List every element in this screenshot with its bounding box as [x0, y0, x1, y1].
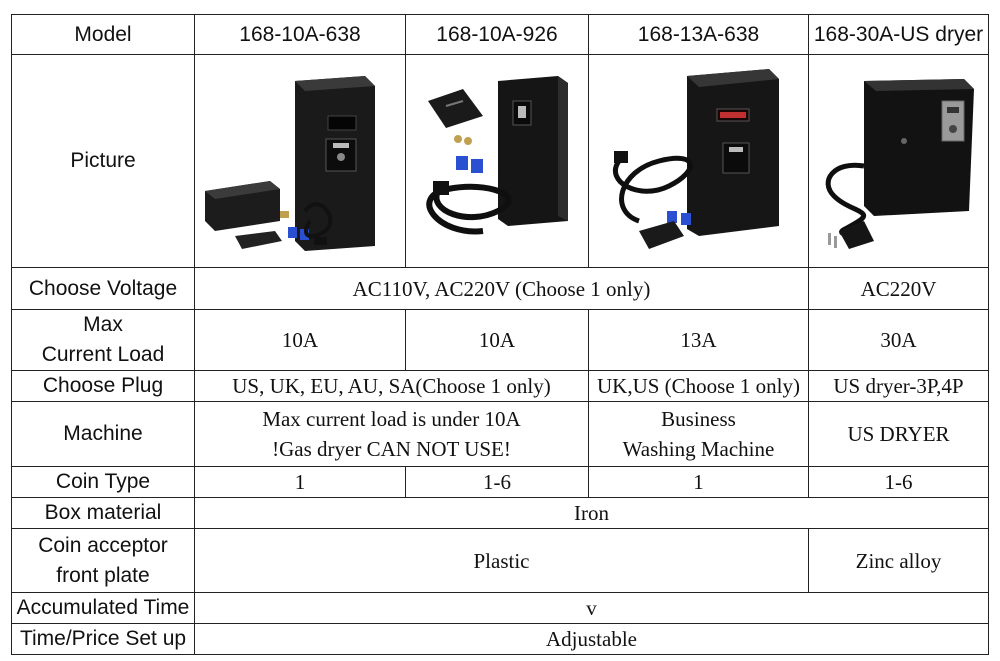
box-material-row: Box material Iron [11, 497, 989, 529]
voltage-value-models-1-3: AC110V, AC220V (Choose 1 only) [194, 267, 809, 310]
plug-row: Choose Plug US, UK, EU, AU, SA(Choose 1 … [11, 370, 989, 402]
machine-warning-line-2: !Gas dryer CAN NOT USE! [272, 437, 511, 461]
time-price-value: Adjustable [194, 623, 989, 655]
spec-table: Model 168-10A-638 168-10A-926 168-13A-63… [11, 14, 989, 655]
plug-value-model-4: US dryer-3P,4P [808, 370, 989, 402]
machine-model-3-line-2: Washing Machine [622, 437, 775, 461]
machine-row: Machine Max current load is under 10A !G… [11, 401, 989, 467]
picture-row: Picture [11, 54, 989, 268]
model-name-1: 168-10A-638 [194, 14, 406, 55]
front-plate-value-model-4: Zinc alloy [808, 528, 989, 593]
front-plate-row: Coin acceptor front plate Plastic Zinc a… [11, 528, 989, 593]
model-row: Model 168-10A-638 168-10A-926 168-13A-63… [11, 14, 989, 55]
coin-type-value-2: 1-6 [405, 466, 589, 498]
coin-box-with-cable-and-keys-image [205, 76, 375, 251]
max-current-label: Max Current Load [11, 309, 195, 371]
machine-label: Machine [11, 401, 195, 467]
machine-value-model-4: US DRYER [808, 401, 989, 467]
time-price-row: Time/Price Set up Adjustable [11, 623, 989, 655]
model-label: Model [11, 14, 195, 55]
voltage-row: Choose Voltage AC110V, AC220V (Choose 1 … [11, 267, 989, 310]
front-plate-label-line-1: Coin acceptor [38, 533, 168, 557]
accumulated-time-row: Accumulated Time v [11, 592, 989, 624]
box-material-value: Iron [194, 497, 989, 529]
machine-value-models-1-2: Max current load is under 10A !Gas dryer… [194, 401, 589, 467]
voltage-value-model-4: AC220V [808, 267, 989, 310]
coin-type-value-4: 1-6 [808, 466, 989, 498]
plug-label: Choose Plug [11, 370, 195, 402]
coin-box-with-display-and-cable-image [612, 69, 779, 249]
model-name-2: 168-10A-926 [405, 14, 589, 55]
max-current-value-2: 10A [405, 309, 589, 371]
machine-model-3-line-1: Business [661, 407, 736, 431]
coin-type-value-3: 1 [588, 466, 809, 498]
dryer-coin-box-with-3-prong-plug-image [825, 79, 974, 249]
front-plate-value-models-1-3: Plastic [194, 528, 809, 593]
machine-note-line-1: Max current load is under 10A [262, 407, 521, 431]
front-plate-label-line-2: front plate [56, 563, 150, 587]
voltage-label: Choose Voltage [11, 267, 195, 310]
model-name-3: 168-13A-638 [588, 14, 809, 55]
coin-type-label: Coin Type [11, 466, 195, 498]
product-image-3 [588, 54, 809, 268]
max-current-value-4: 30A [808, 309, 989, 371]
coin-type-value-1: 1 [194, 466, 406, 498]
max-current-row: Max Current Load 10A 10A 13A 30A [11, 309, 989, 371]
model-name-4: 168-30A-US dryer [808, 14, 989, 55]
product-image-1 [194, 54, 406, 268]
max-current-label-line-1: Max [83, 313, 123, 336]
coin-box-with-plate-and-cable-image [426, 76, 568, 235]
product-image-4 [808, 54, 989, 268]
machine-value-model-3: Business Washing Machine [588, 401, 809, 467]
accumulated-time-label: Accumulated Time [11, 592, 195, 624]
max-current-value-3: 13A [588, 309, 809, 371]
time-price-label: Time/Price Set up [11, 623, 195, 655]
plug-value-models-1-2: US, UK, EU, AU, SA(Choose 1 only) [194, 370, 589, 402]
max-current-label-line-2: Current Load [41, 343, 165, 366]
product-image-2 [405, 54, 589, 268]
coin-type-row: Coin Type 1 1-6 1 1-6 [11, 466, 989, 498]
picture-label: Picture [11, 54, 195, 268]
front-plate-label: Coin acceptor front plate [11, 528, 195, 593]
accumulated-time-value: v [194, 592, 989, 624]
box-material-label: Box material [11, 497, 195, 529]
plug-value-model-3: UK,US (Choose 1 only) [588, 370, 809, 402]
max-current-value-1: 10A [194, 309, 406, 371]
